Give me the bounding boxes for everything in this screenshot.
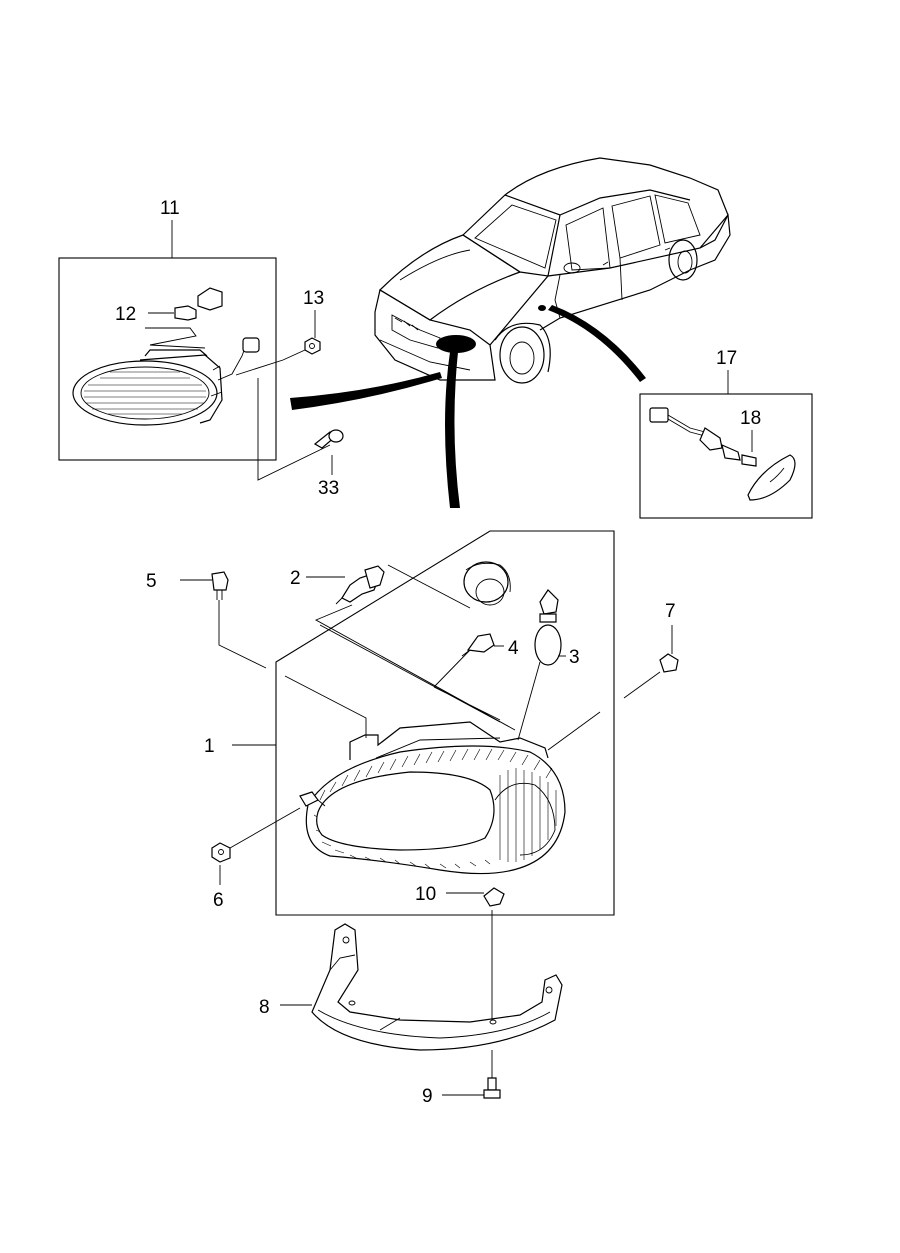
screw-7 (547, 625, 679, 751)
callout-17: 17 (716, 348, 737, 369)
side-marker-assembly (649, 370, 796, 501)
callout-5: 5 (146, 571, 157, 592)
callout-33: 33 (318, 478, 339, 499)
cover-cap (463, 561, 511, 606)
callout-10: 10 (415, 884, 436, 905)
headlamp-assembly (299, 721, 566, 875)
callout-2: 2 (290, 568, 301, 589)
pointer-swoosh-side-marker (548, 305, 646, 382)
bulb-4 (461, 633, 495, 657)
bulb-2 (335, 565, 385, 605)
fog-lamp-highlight (436, 335, 476, 353)
fog-lamp-frame (58, 257, 277, 461)
callout-11: 11 (160, 198, 180, 219)
callout-12: 12 (115, 304, 136, 325)
callout-8: 8 (259, 997, 270, 1018)
callout-3: 3 (569, 647, 580, 668)
pointer-swoosh-headlamp (445, 352, 460, 508)
callout-18: 18 (740, 408, 761, 429)
bolt-9 (442, 1050, 501, 1099)
bolt-5 (180, 571, 367, 738)
side-marker-frame (639, 393, 813, 519)
bulb-3 (517, 589, 562, 741)
callout-7: 7 (665, 601, 676, 622)
callout-4: 4 (508, 638, 519, 659)
callout-6: 6 (213, 890, 224, 911)
callout-13: 13 (303, 288, 324, 309)
clip-10 (446, 887, 505, 907)
callout-9: 9 (422, 1086, 433, 1107)
fog-lamp-assembly (72, 287, 260, 426)
screw-33 (257, 378, 344, 481)
callout-1: 1 (204, 736, 215, 757)
nut-6 (211, 807, 301, 885)
nut-13 (235, 310, 321, 376)
pointer-swoosh-fog (290, 372, 442, 410)
car-illustration (290, 157, 731, 508)
headlamp-lens-hatch (313, 748, 557, 869)
bracket-8 (311, 923, 563, 1051)
leaders-2-4 (314, 564, 516, 731)
fog-lens-hatch (84, 371, 206, 415)
